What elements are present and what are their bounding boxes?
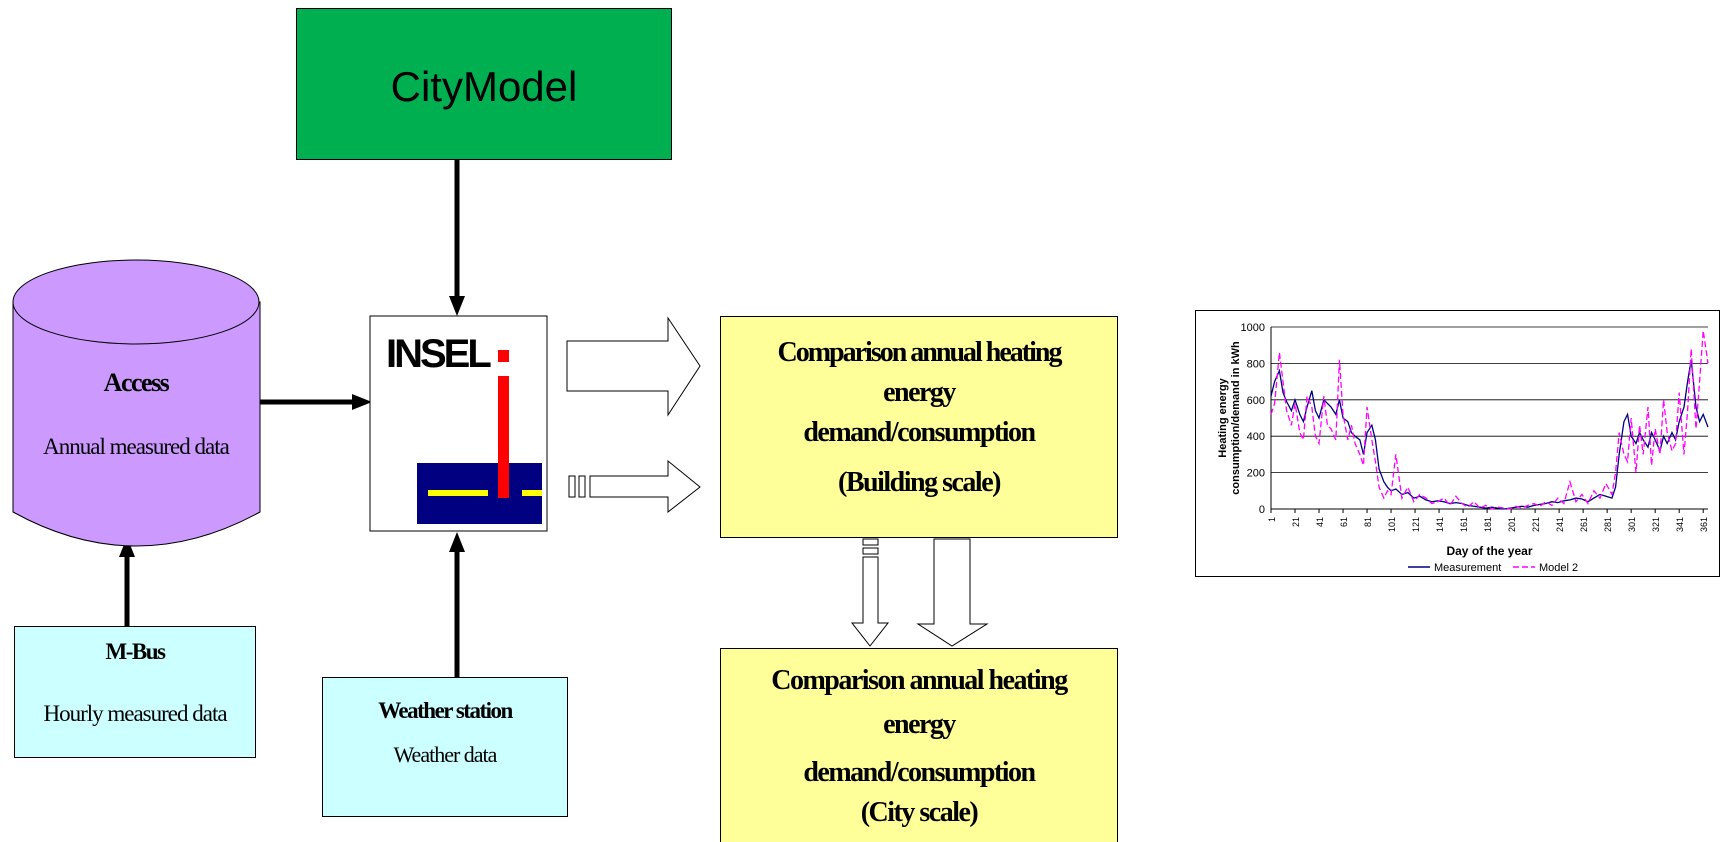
- chart-x-tick-label: 201: [1507, 517, 1517, 532]
- chart-legend-label: Model 2: [1539, 562, 1578, 574]
- block-arrow-lower-stripe: [568, 475, 576, 498]
- chart-x-tick-label: 61: [1339, 517, 1349, 527]
- chart-x-tick-label: 41: [1315, 517, 1325, 527]
- chart-x-tick-label: 101: [1387, 517, 1397, 532]
- insel-label: INSEL: [386, 332, 492, 376]
- citymodel-label: CityModel: [390, 63, 578, 110]
- chart-x-tick-label: 21: [1291, 517, 1301, 527]
- block-arrow-down-left: [850, 556, 890, 647]
- chart-x-tick-label: 241: [1555, 517, 1565, 532]
- arrow-weather-to-insel-head: [449, 532, 465, 552]
- chart-x-tick-label: 81: [1363, 517, 1373, 527]
- chart-x-tick-label: 1: [1267, 517, 1277, 522]
- building-comparison-box: Comparison annual heating energy demand/…: [720, 316, 1118, 538]
- access-database-shape: [12, 259, 261, 547]
- block-arrow-down-left-stripe: [862, 538, 879, 546]
- block-arrow-lower: [589, 459, 701, 514]
- city-line-3: demand/consumption: [803, 757, 1036, 788]
- mbus-box: M-Bus Hourly measured data: [14, 626, 256, 758]
- chart-x-tick-label: 181: [1483, 517, 1493, 532]
- chart-y-tick-label: 800: [1247, 358, 1265, 370]
- block-arrow-down-left-stripe: [862, 547, 879, 555]
- connector-arrows: [119, 160, 989, 677]
- block-arrow-upper: [566, 316, 701, 417]
- access-subtitle: Annual measured data: [43, 434, 230, 459]
- city-line-2: energy: [883, 709, 956, 740]
- weather-subtitle: Weather data: [393, 742, 498, 767]
- city-comparison-box: Comparison annual heating energy demand/…: [720, 648, 1118, 842]
- chart-x-tick-label: 221: [1531, 517, 1541, 532]
- chart-y-tick-label: 0: [1259, 504, 1265, 516]
- chart-x-tick-label: 281: [1603, 517, 1613, 532]
- arrow-citymodel-to-insel-head: [449, 296, 465, 316]
- access-title: Access: [103, 368, 170, 397]
- chart-series-line: [1270, 359, 1709, 510]
- chart-y-tick-label: 400: [1247, 431, 1265, 443]
- chart-y-tick-label: 600: [1247, 395, 1265, 407]
- chart-x-tick-label: 321: [1651, 517, 1661, 532]
- chart-x-tick-label: 361: [1699, 517, 1709, 532]
- arrow-access-to-insel-head: [352, 394, 372, 410]
- weather-title: Weather station: [378, 698, 513, 723]
- block-arrow-down-right: [916, 538, 989, 647]
- access-text-group: Access Annual measured data: [13, 360, 259, 470]
- chart-x-tick-label: 341: [1675, 517, 1685, 532]
- chart-legend-label: Measurement: [1434, 562, 1501, 574]
- building-line-4: (Building scale): [838, 467, 1001, 498]
- chart-series-line: [1270, 330, 1709, 510]
- arrow-mbus-to-access-head: [119, 537, 135, 557]
- building-line-3: demand/consumption: [803, 417, 1036, 448]
- city-line-4: (City scale): [860, 797, 979, 828]
- chart-x-tick-label: 301: [1627, 517, 1637, 532]
- mbus-subtitle: Hourly measured data: [43, 701, 227, 726]
- chart-x-tick-label: 141: [1435, 517, 1445, 532]
- insel-logo: [369, 315, 548, 532]
- chart-x-tick-label: 261: [1579, 517, 1589, 532]
- chart-x-tick-label: 121: [1411, 517, 1421, 532]
- chart-y-axis-label: Heating energyconsumption/demand in kWh: [1217, 341, 1242, 495]
- insel-red-bar: [498, 376, 509, 498]
- chart-x-axis-label: Day of the year: [1446, 544, 1532, 558]
- building-line-2: energy: [883, 377, 956, 408]
- chart-y-tick-label: 200: [1247, 468, 1265, 480]
- citymodel-box: CityModel: [296, 8, 672, 160]
- building-line-1: Comparison annual heating: [777, 337, 1063, 368]
- city-line-1: Comparison annual heating: [771, 665, 1068, 696]
- chart-x-tick-label: 161: [1459, 517, 1469, 532]
- block-arrow-lower-stripe: [578, 475, 586, 498]
- mbus-title: M-Bus: [105, 639, 166, 664]
- chart-y-tick-label: 1000: [1241, 322, 1265, 334]
- insel-red-dot: [498, 350, 509, 362]
- weather-station-box: Weather station Weather data: [322, 677, 568, 817]
